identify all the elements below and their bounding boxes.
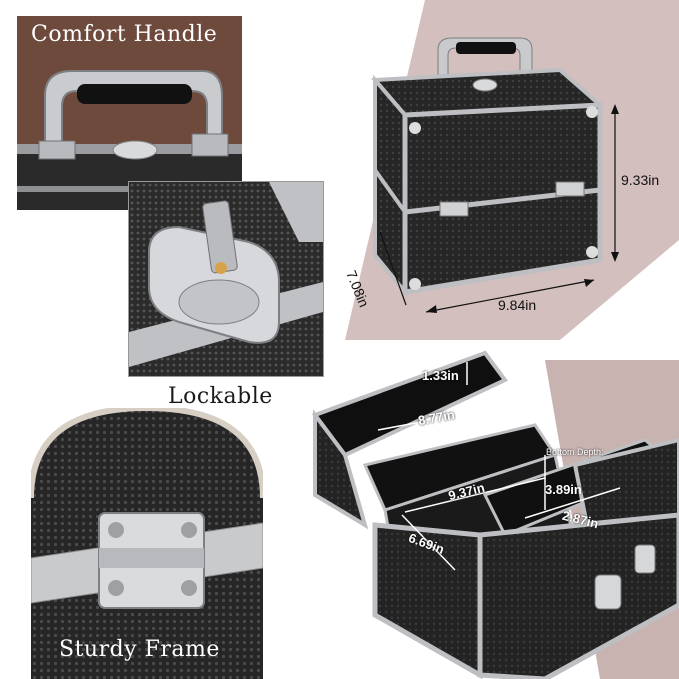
dimension-tray-depth: 1.33in xyxy=(422,368,459,383)
comfort-handle-photo: Comfort Handle xyxy=(17,16,242,210)
caption-comfort-handle: Comfort Handle xyxy=(31,22,218,47)
lock-image xyxy=(129,182,323,376)
dimension-width: 9.84in xyxy=(498,297,537,313)
bottom-depth-label: Bottom Depth: xyxy=(546,447,604,457)
caption-sturdy-frame: Sturdy Frame xyxy=(59,637,220,662)
dimension-bottom-depth: 3.89in xyxy=(545,482,582,497)
frame-image xyxy=(31,408,263,679)
caption-lockable: Lockable xyxy=(168,384,273,409)
lock-photo xyxy=(128,181,324,377)
open-case-image xyxy=(311,350,679,679)
dimension-height: 9.33in xyxy=(621,172,660,188)
handle-image xyxy=(17,70,242,210)
sturdy-frame-photo: Sturdy Frame xyxy=(31,408,263,679)
